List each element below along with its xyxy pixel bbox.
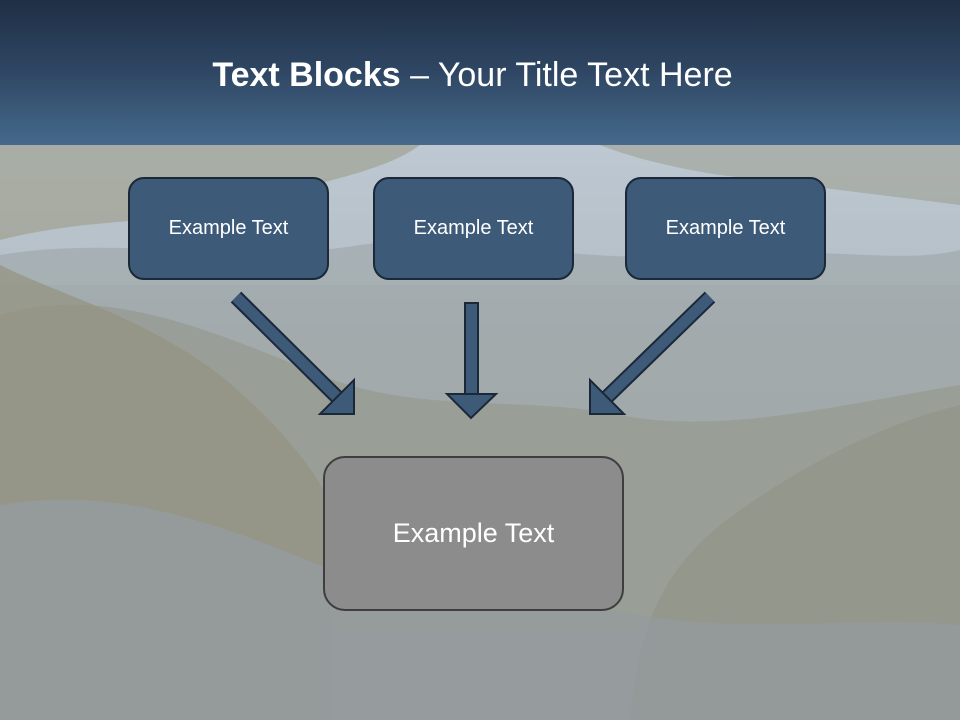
- text-block-3[interactable]: Example Text: [625, 177, 826, 280]
- text-block-3-label: Example Text: [665, 217, 786, 239]
- landscape-image: [0, 145, 960, 720]
- result-block-label: Example Text: [392, 518, 555, 548]
- landscape-background: [0, 145, 960, 720]
- text-block-1[interactable]: Example Text: [128, 177, 329, 280]
- arrow-right-diagonal: [589, 291, 716, 415]
- result-block[interactable]: Example Text: [323, 456, 624, 611]
- arrow-left-diagonal: [230, 291, 355, 415]
- text-block-2[interactable]: Example Text: [373, 177, 574, 280]
- title-bar: Text Blocks – Your Title Text Here: [0, 0, 960, 145]
- text-block-1-label: Example Text: [168, 217, 289, 239]
- text-block-2-label: Example Text: [413, 217, 534, 239]
- title-bold: Text Blocks: [212, 56, 401, 94]
- arrow-center-down: [444, 302, 499, 420]
- slide-title: Text Blocks – Your Title Text Here: [0, 56, 945, 95]
- title-rest: – Your Title Text Here: [400, 56, 733, 94]
